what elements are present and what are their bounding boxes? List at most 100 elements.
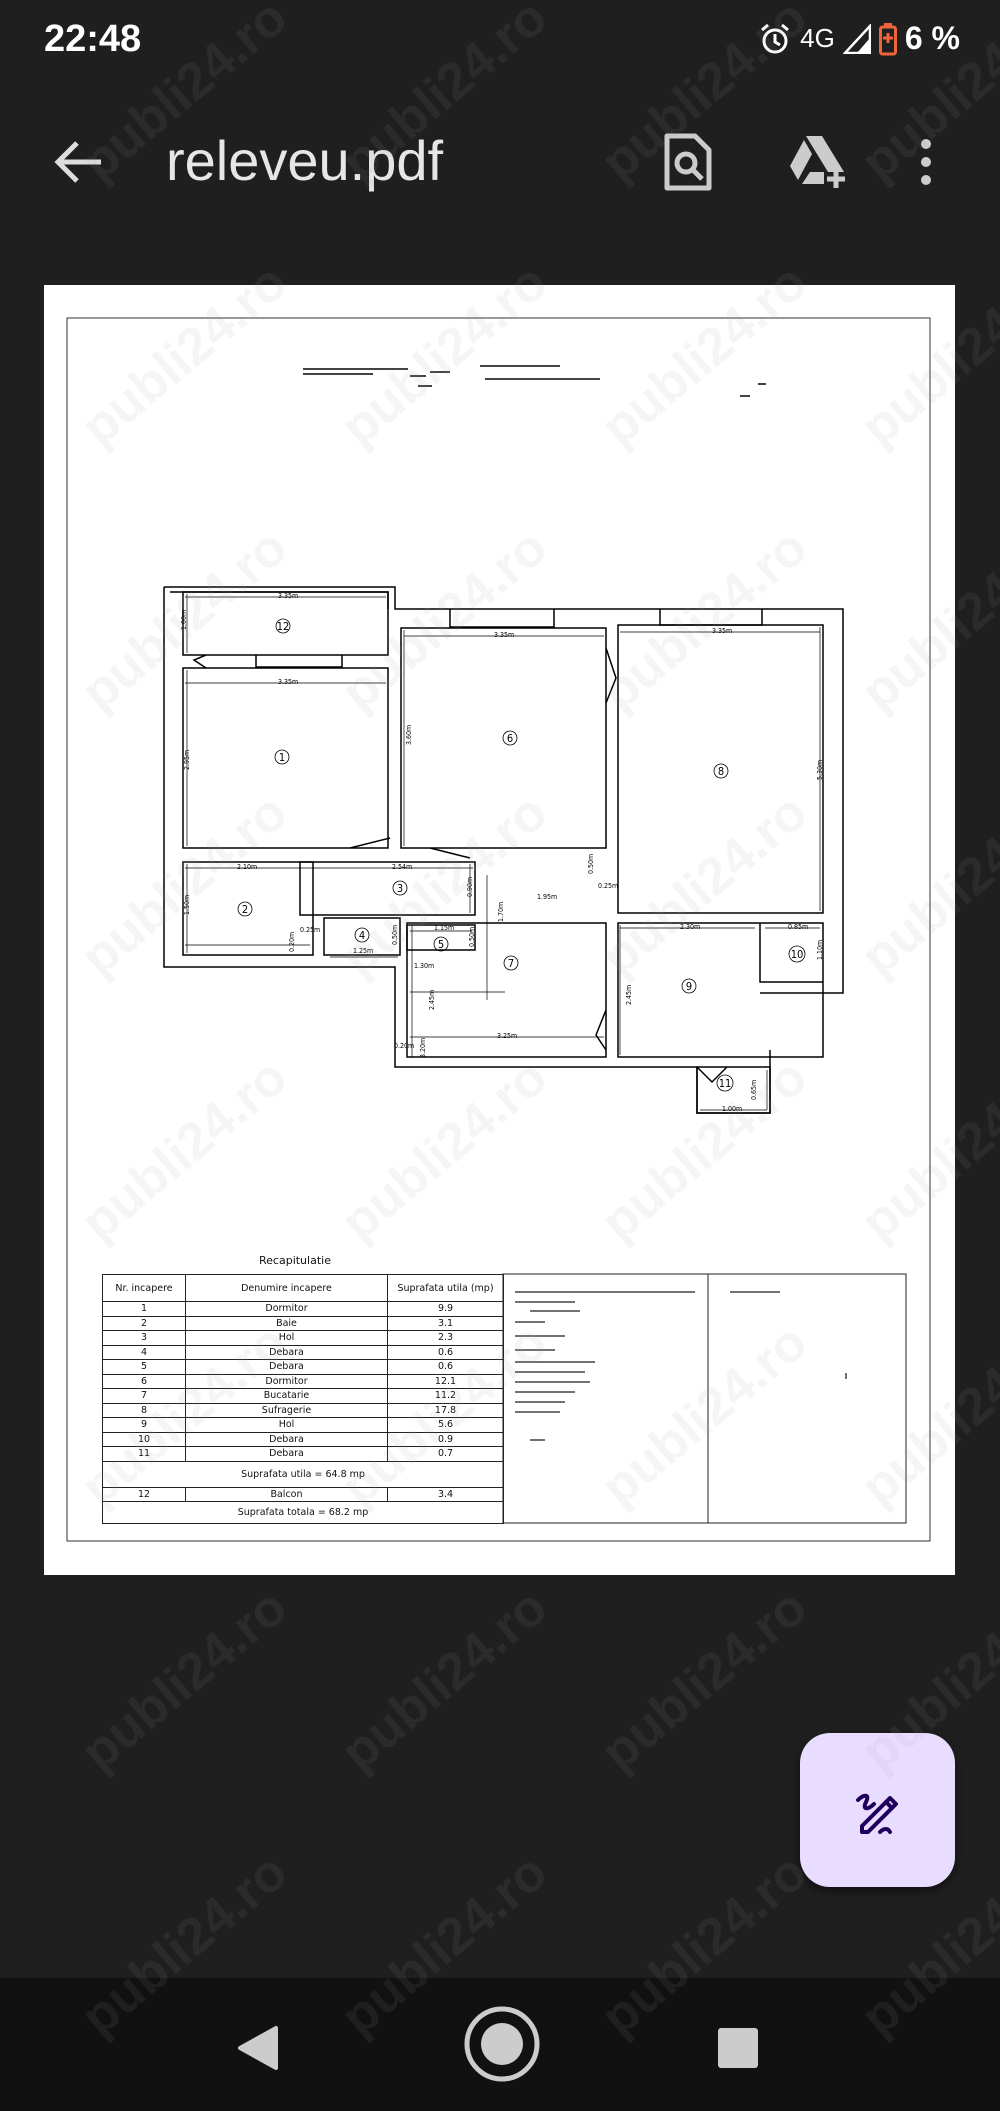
room-number: 3 [397,882,403,895]
battery-percent: 6 % [904,20,960,56]
table-cell: Baie [185,1315,388,1331]
alarm-icon [761,23,790,53]
table-cell: 17.8 [387,1402,504,1418]
dim-label: 1.10m [816,940,824,960]
dim-label: 1.50m [183,895,191,915]
table-cell: 2 [102,1315,186,1331]
room-number-labels: 12 1 6 2 3 4 5 8 7 9 10 11 [242,620,803,1090]
dim-label: 1.25m [353,947,373,955]
more-options-button[interactable] [906,130,946,194]
nav-back-icon [238,2026,278,2070]
table-cell: 3 [102,1330,186,1346]
document-title: releveu.pdf [166,129,444,192]
table-cell: 5.6 [387,1417,504,1433]
more-vert-icon [921,139,931,185]
table-cell: 3.4 [387,1486,504,1502]
dim-label: 3.25m [497,1032,517,1040]
dim-label: 2.45m [428,990,436,1010]
dim-label: 2.45m [625,985,633,1005]
dim-label: 1.00m [722,1105,742,1113]
room-number: 7 [508,957,514,970]
room-number: 8 [718,765,724,778]
dim-label: 3.20m [419,1038,427,1058]
back-button[interactable] [46,130,110,194]
table-cell: 9.9 [387,1301,504,1317]
watermark-text: publi24.ro [70,1577,299,1783]
nav-recents-button[interactable] [703,2013,773,2083]
table-row: Suprafata totala = 68.2 mp [102,1501,504,1524]
room-number: 10 [791,948,804,961]
redacted-title-block-text [515,1291,847,1441]
table-cell: Dormitor [185,1301,388,1317]
table-cell: Nr. incapere [102,1274,186,1302]
nav-back-button[interactable] [223,2013,293,2083]
dim-label: 3.35m [712,627,732,635]
find-in-page-button[interactable] [656,130,720,194]
dim-label: 0.90m [466,877,474,897]
table-cell: 10 [102,1431,186,1447]
dimension-lines [185,594,821,1111]
status-time: 22:48 [44,18,142,60]
room-number: 4 [359,929,365,942]
dim-label: 1.00m [180,610,188,630]
page-border [66,317,931,1542]
table-cell: 0.6 [387,1344,504,1360]
dim-label: 1.70m [497,902,505,922]
edit-fab-button[interactable] [800,1733,955,1887]
dim-label: 2.10m [237,863,257,871]
table-cell: 12 [102,1486,186,1502]
add-to-drive-button[interactable] [786,130,850,194]
table-cell: 11.2 [387,1388,504,1404]
dim-label: 1.15m [434,924,454,932]
room-number: 6 [507,732,513,745]
table-cell: Debara [185,1446,388,1462]
table-cell: 0.7 [387,1446,504,1462]
table-cell: 4 [102,1344,186,1360]
room-number: 9 [686,980,692,993]
table-cell: Balcon [185,1486,388,1502]
signal-icon [842,23,871,54]
network-type: 4G [800,23,835,53]
table-cell: Bucatarie [185,1388,388,1404]
redacted-header [303,365,766,397]
table-cell: 8 [102,1402,186,1418]
table-cell: 12.1 [387,1373,504,1389]
dim-label: 3.35m [494,631,514,639]
table-cell: 7 [102,1388,186,1404]
table-cell: Debara [185,1359,388,1375]
watermark-text: publi24.ro [330,1577,559,1783]
table-cell: Suprafata utila (mp) [387,1274,504,1302]
dimension-labels: 3.35m 1.00m 3.35m 2.95m 3.35m 3.60m 3.35… [180,592,824,1113]
dim-label: 0.25m [300,926,320,934]
table-cell: Hol [185,1417,388,1433]
dim-label: 1.30m [414,962,434,970]
floor-plan: 3.35m 1.00m 3.35m 2.95m 3.35m 3.60m 3.35… [66,317,931,1542]
room-number: 11 [719,1077,732,1090]
status-icons: 4G 6 % [758,20,960,57]
dim-label: 2.95m [183,750,191,770]
table-cell: Suprafata utila = 64.8 mp [102,1460,504,1488]
room-number: 2 [242,903,248,916]
table-cell: 0.6 [387,1359,504,1375]
dim-label: 0.50m [391,925,399,945]
dim-label: 0.20m [394,1042,414,1050]
table-row: Suprafata utila = 64.8 mp [102,1460,504,1488]
room-numbers [237,618,806,1092]
table-cell: 0.9 [387,1431,504,1447]
table-cell: 1 [102,1301,186,1317]
dim-label: 3.35m [278,678,298,686]
watermark-text: publi24.ro [590,1577,819,1783]
pdf-page[interactable]: 3.35m 1.00m 3.35m 2.95m 3.35m 3.60m 3.35… [44,285,955,1575]
table-cell: Denumire incapere [185,1274,388,1302]
dim-label: 0.50m [468,927,476,947]
dim-label: 2.54m [392,863,412,871]
nav-home-button[interactable] [463,2005,541,2083]
